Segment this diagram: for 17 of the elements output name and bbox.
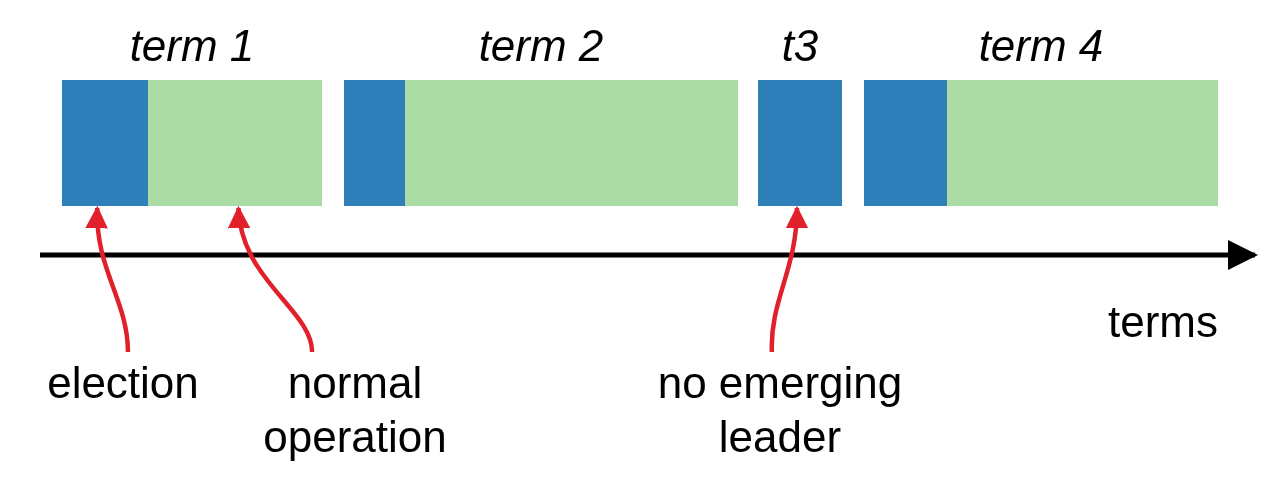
election-segment <box>62 80 148 206</box>
election-segment <box>864 80 947 206</box>
operation-segment <box>405 80 738 206</box>
operation-segment <box>148 80 322 206</box>
term-heading: term 1 <box>129 24 255 68</box>
callout-text: election <box>20 356 226 410</box>
callout-text: no emerging leader <box>610 356 950 466</box>
election-segment <box>344 80 405 206</box>
leader-line <box>769 205 808 352</box>
axis-label: terms <box>1108 300 1218 344</box>
term-heading: t3 <box>781 24 819 68</box>
leader-line <box>86 205 131 353</box>
term-heading: term 4 <box>978 24 1104 68</box>
operation-segment <box>947 80 1218 206</box>
leader-line <box>229 205 315 353</box>
callout-text: normal operation <box>225 356 485 466</box>
term-heading: term 2 <box>478 24 604 68</box>
